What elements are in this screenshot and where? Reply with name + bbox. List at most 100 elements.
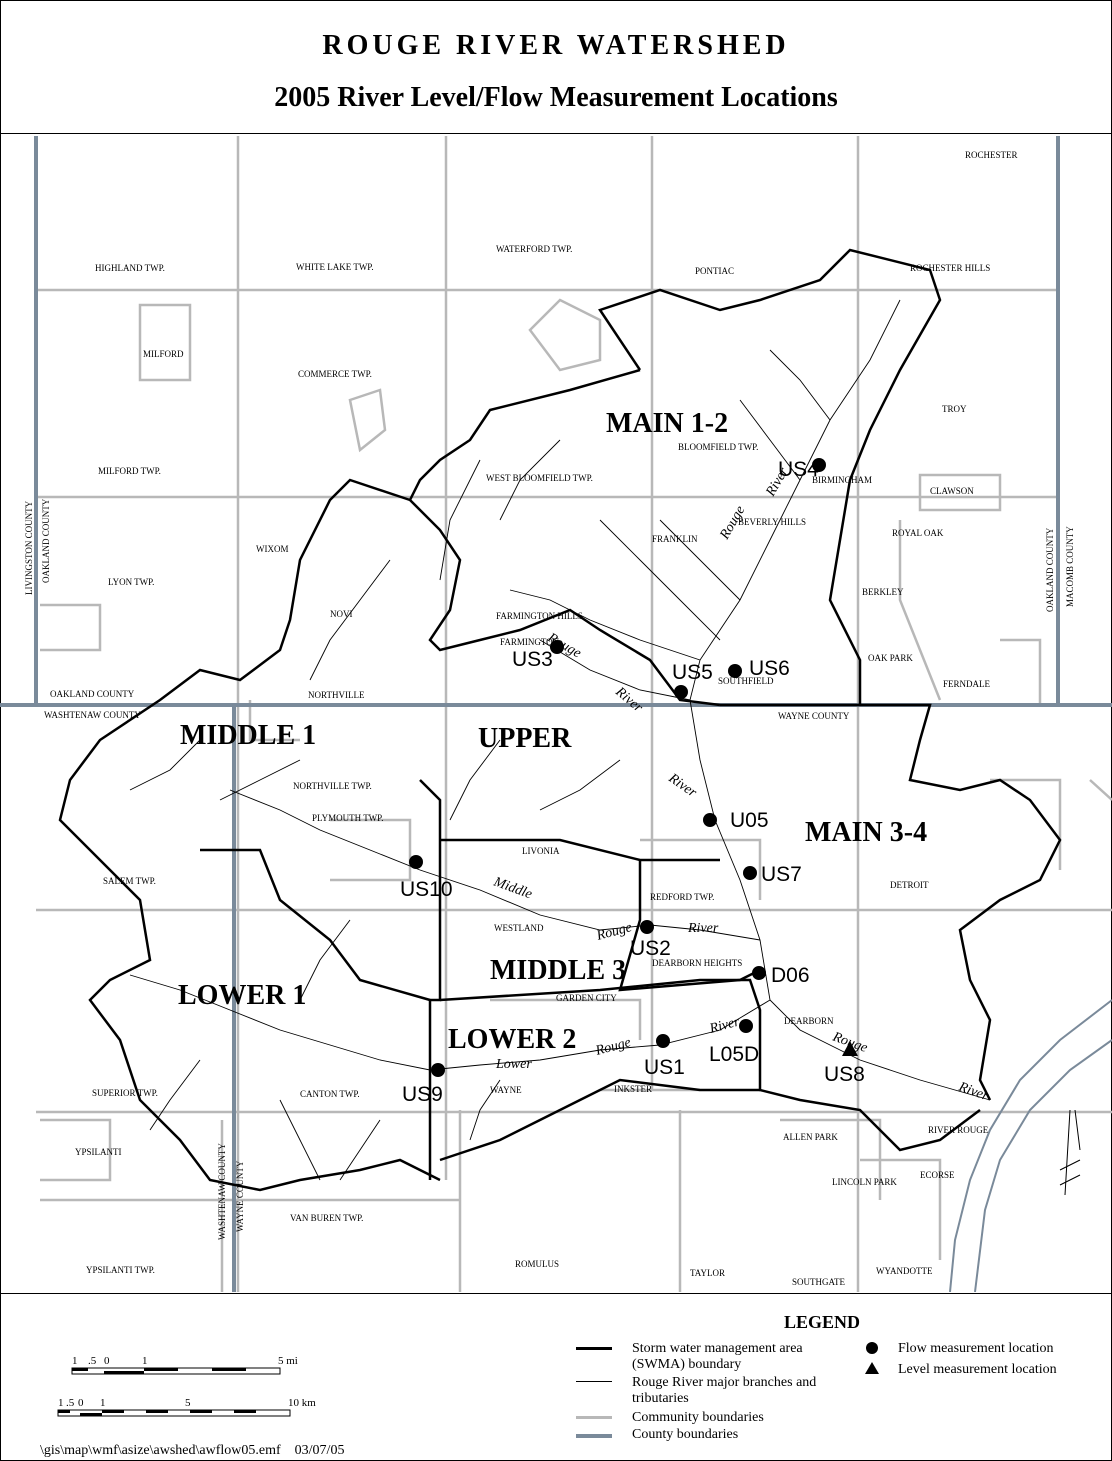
scale-tick: .5 bbox=[66, 1397, 75, 1409]
place-label: FRANKLIN bbox=[652, 534, 698, 544]
watershed-map: ROCHESTER WATERFORD TWP. HIGHLAND TWP. W… bbox=[0, 136, 1112, 1292]
place-label: PONTIAC bbox=[695, 266, 734, 276]
swma-boundaries bbox=[58, 248, 1062, 1192]
legend-flow-marker bbox=[866, 1342, 878, 1354]
place-label: FARMINGTON bbox=[500, 637, 560, 647]
scale-bar-miles: 1 .5 0 1 5 mi bbox=[71, 1355, 298, 1375]
flow-marker bbox=[431, 1063, 445, 1077]
scale-tick: .5 bbox=[88, 1355, 97, 1367]
station-us5: US5 bbox=[672, 661, 713, 699]
river-label: Rouge bbox=[594, 920, 633, 944]
place-label: SOUTHGATE bbox=[792, 1277, 846, 1287]
station-us7: US7 bbox=[743, 863, 802, 886]
county-label: OAKLAND COUNTY bbox=[41, 498, 51, 583]
county-boundaries bbox=[0, 136, 1112, 1292]
place-label: WASHTENAW COUNTY bbox=[44, 710, 141, 720]
place-label: ALLEN PARK bbox=[783, 1132, 838, 1142]
station-label: US7 bbox=[761, 863, 802, 886]
place-label: NORTHVILLE TWP. bbox=[293, 781, 372, 791]
place-label: GARDEN CITY bbox=[556, 993, 617, 1003]
station-label: US10 bbox=[400, 878, 453, 901]
place-label: SUPERIOR TWP. bbox=[92, 1088, 158, 1098]
station-label: US1 bbox=[644, 1056, 685, 1079]
flow-marker bbox=[703, 813, 717, 827]
place-label: INKSTER bbox=[614, 1084, 652, 1094]
river-label: River bbox=[687, 921, 719, 936]
legend-title: LEGEND bbox=[784, 1312, 861, 1332]
region-label-lower-1: LOWER 1 bbox=[178, 980, 306, 1011]
place-label: TAYLOR bbox=[690, 1268, 725, 1278]
region-label-upper: UPPER bbox=[478, 723, 572, 754]
station-us6: US6 bbox=[728, 657, 790, 680]
place-label: WIXOM bbox=[256, 544, 289, 554]
legend-marker-symbols bbox=[865, 1342, 879, 1374]
place-label: COMMERCE TWP. bbox=[298, 369, 372, 379]
place-label: DEARBORN HEIGHTS bbox=[652, 958, 742, 968]
place-label: LIVONIA bbox=[522, 846, 560, 856]
map-title: ROUGE RIVER WATERSHED bbox=[322, 30, 790, 61]
station-label: US4 bbox=[778, 458, 819, 481]
flow-marker bbox=[550, 640, 564, 654]
river-label: River bbox=[707, 1014, 742, 1037]
scale-tick: 1 bbox=[72, 1355, 78, 1367]
legend-swatch-swma bbox=[576, 1347, 612, 1350]
station-label: US5 bbox=[672, 661, 713, 684]
legend-label-river: Rouge River major branches and tributari… bbox=[632, 1375, 817, 1406]
place-label: ROCHESTER bbox=[965, 150, 1018, 160]
legend-label-community: Community boundaries bbox=[632, 1410, 764, 1425]
station-label: US6 bbox=[749, 657, 790, 680]
scale-bars: 1 .5 0 1 5 mi 1 .5 0 1 5 10 km bbox=[57, 1355, 316, 1417]
place-label: LYON TWP. bbox=[108, 577, 154, 587]
station-us3: US3 bbox=[512, 640, 564, 671]
place-label: BIRMINGHAM bbox=[812, 475, 872, 485]
station-label: US3 bbox=[512, 648, 553, 671]
place-label: ROYAL OAK bbox=[892, 528, 944, 538]
river-label: Middle bbox=[491, 874, 534, 902]
place-label: ECORSE bbox=[920, 1170, 955, 1180]
station-label: U05 bbox=[730, 809, 769, 832]
river-labels: Rouge River Rouge River Middle Rouge Riv… bbox=[491, 465, 991, 1105]
place-label: FERNDALE bbox=[943, 679, 991, 689]
place-label: BEVERLY HILLS bbox=[738, 517, 806, 527]
station-d06: D06 bbox=[752, 964, 810, 987]
map-header: ROUGE RIVER WATERSHED 2005 River Level/F… bbox=[0, 0, 1112, 134]
scale-tick: 1 bbox=[58, 1397, 64, 1409]
legend-swatch-river bbox=[576, 1381, 612, 1382]
place-label: WAYNE COUNTY bbox=[778, 711, 850, 721]
flow-marker bbox=[674, 685, 688, 699]
station-us8: US8 bbox=[824, 1041, 865, 1086]
scale-bar-km: 1 .5 0 1 5 10 km bbox=[57, 1397, 316, 1417]
place-label: MILFORD bbox=[143, 349, 184, 359]
river-label: Lower bbox=[495, 1057, 532, 1072]
scale-tick: 1 bbox=[142, 1355, 148, 1367]
county-label: WASHTENAW COUNTY bbox=[217, 1143, 227, 1240]
station-label: US8 bbox=[824, 1063, 865, 1086]
station-label: US9 bbox=[402, 1083, 443, 1106]
place-label: BERKLEY bbox=[862, 587, 904, 597]
place-label: FARMINGTON HILLS bbox=[496, 611, 583, 621]
flow-marker bbox=[409, 855, 423, 869]
place-label: TROY bbox=[942, 404, 967, 414]
place-label: ROCHESTER HILLS bbox=[910, 263, 990, 273]
river-label: Rouge bbox=[593, 1035, 632, 1059]
place-label: WESTLAND bbox=[494, 923, 544, 933]
legend-label-flow: Flow measurement location bbox=[898, 1341, 1054, 1356]
legend-swatch-county bbox=[576, 1434, 612, 1438]
vertical-county-labels: LIVINGSTON COUNTY OAKLAND COUNTY OAKLAND… bbox=[24, 498, 1075, 1240]
scale-end: 10 km bbox=[288, 1397, 316, 1409]
level-marker bbox=[842, 1041, 858, 1056]
place-label: RIVER ROUGE bbox=[928, 1125, 989, 1135]
place-label: SALEM TWP. bbox=[103, 876, 156, 886]
region-label-middle-3: MIDDLE 3 bbox=[490, 955, 626, 986]
station-l05d: L05D bbox=[709, 1019, 759, 1066]
flow-marker bbox=[743, 866, 757, 880]
detroit-river bbox=[949, 999, 1112, 1292]
legend-level-marker bbox=[865, 1362, 879, 1374]
place-label: MILFORD TWP. bbox=[98, 466, 161, 476]
map-subtitle: 2005 River Level/Flow Measurement Locati… bbox=[274, 82, 838, 113]
place-label: NORTHVILLE bbox=[308, 690, 365, 700]
county-label: OAKLAND COUNTY bbox=[1045, 527, 1055, 612]
station-us9: US9 bbox=[402, 1063, 445, 1106]
station-us1: US1 bbox=[644, 1034, 685, 1079]
legend-label-level: Level measurement location bbox=[898, 1362, 1057, 1377]
